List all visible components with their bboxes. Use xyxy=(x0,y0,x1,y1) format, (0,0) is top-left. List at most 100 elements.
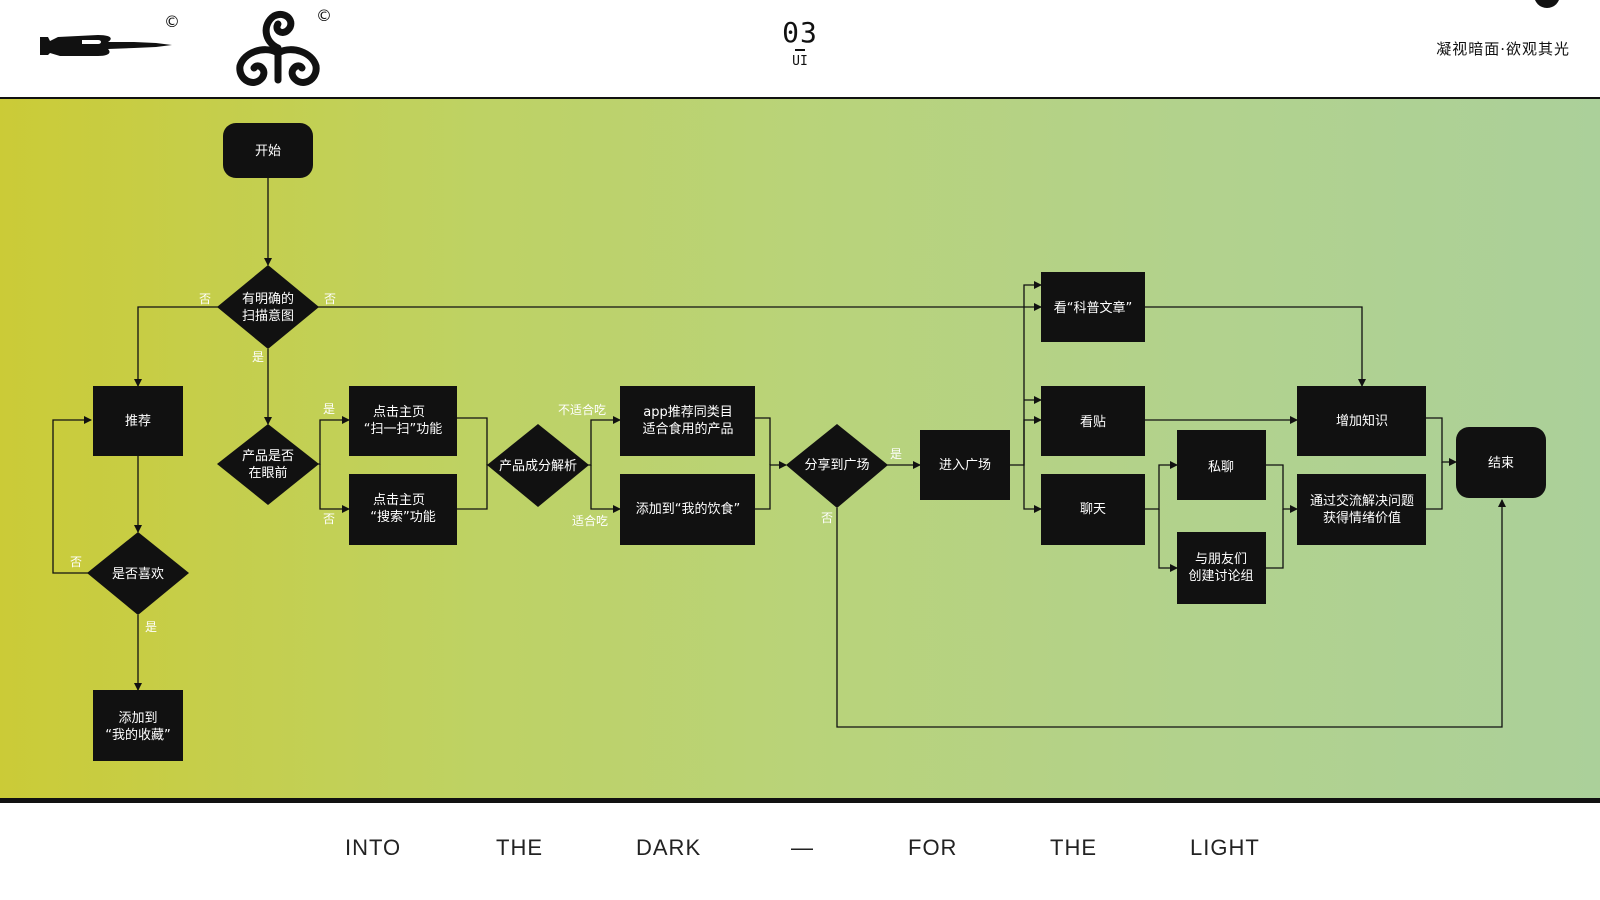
label-scan-2: “扫一扫”功能 xyxy=(364,422,442,437)
label-add-fav-1: 添加到 xyxy=(118,711,157,726)
header-divider xyxy=(0,97,1600,99)
edge-chat-dm xyxy=(1145,461,1178,510)
nodes xyxy=(87,123,1546,761)
edge-scan-analysis xyxy=(456,417,488,465)
footer-word-the-2: THE xyxy=(1050,835,1097,860)
edge-analysis-app xyxy=(584,416,621,466)
bullet-logo-icon xyxy=(38,28,178,66)
node-app-rec xyxy=(620,386,755,456)
label-search-2: “搜索”功能 xyxy=(370,510,435,525)
label-group-1: 与朋友们 xyxy=(1195,551,1247,567)
node-start xyxy=(223,123,313,178)
node-group xyxy=(1177,532,1266,604)
flowchart-canvas: 开始 有明确的 扫描意图 推荐 是否喜欢 添加到 “我的收藏” 产品是否 在眼前… xyxy=(0,99,1600,798)
edge-label-share-yes: 是 xyxy=(890,447,902,461)
header: © © 03 UI 凝视暗面·欲观其光 xyxy=(0,0,1600,97)
edge-dm-emotion xyxy=(1266,464,1298,513)
label-like: 是否喜欢 xyxy=(112,567,164,582)
page-number-value: 03 xyxy=(782,16,818,49)
node-recommend xyxy=(93,386,183,456)
label-analysis: 产品成分解析 xyxy=(499,459,577,474)
label-chat: 聊天 xyxy=(1080,502,1106,517)
edge-label-intent-no-left: 否 xyxy=(199,292,211,306)
edge-like-recommend xyxy=(52,416,93,574)
edge-share-end xyxy=(836,499,1506,728)
label-intent-2: 扫描意图 xyxy=(242,308,294,324)
page-number-divider xyxy=(795,49,805,51)
slogan: 凝视暗面·欲观其光 xyxy=(1436,40,1570,58)
node-share xyxy=(786,424,888,508)
edge-label-like-yes: 是 xyxy=(145,620,157,634)
edge-chat-group xyxy=(1158,509,1178,572)
page-section-label: UI xyxy=(792,54,808,69)
label-emotion-1: 通过交流解决问题 xyxy=(1310,493,1414,509)
footer-word-into: INTO xyxy=(345,835,402,860)
label-start: 开始 xyxy=(255,144,281,159)
edge-search-analysis xyxy=(456,464,489,510)
node-article xyxy=(1041,272,1145,342)
label-add-diet: 添加到“我的饮食” xyxy=(636,501,740,517)
label-end: 结束 xyxy=(1488,456,1514,471)
label-emotion-2: 获得情绪价值 xyxy=(1323,510,1401,526)
edge-intent-recommend xyxy=(134,306,219,387)
label-app-rec-1: app推荐同类目 xyxy=(643,405,732,420)
footer-word-for: FOR xyxy=(908,835,958,860)
edge-label-unsuitable: 不适合吃 xyxy=(558,402,606,417)
label-in-front-1: 产品是否 xyxy=(242,449,294,464)
edge-label-front-yes: 是 xyxy=(323,402,335,416)
edge-labels: 否 否 是 否 是 是 否 不适合吃 适合吃 是 否 xyxy=(70,292,902,634)
edge-group-emotion xyxy=(1266,509,1284,569)
node-emotion xyxy=(1297,474,1426,545)
label-group-2: 创建讨论组 xyxy=(1188,569,1253,584)
label-enter: 进入广场 xyxy=(939,458,991,473)
label-intent-1: 有明确的 xyxy=(242,291,294,307)
node-in-front xyxy=(217,424,319,505)
flowchart: 开始 有明确的 扫描意图 推荐 是否喜欢 添加到 “我的收藏” 产品是否 在眼前… xyxy=(52,123,1546,761)
node-knowledge xyxy=(1297,386,1426,456)
edge-label-suitable: 适合吃 xyxy=(572,513,608,528)
edge-emotion-end xyxy=(1426,462,1443,510)
node-labels: 开始 有明确的 扫描意图 推荐 是否喜欢 添加到 “我的收藏” 产品是否 在眼前… xyxy=(105,144,1514,743)
edge-label-like-no: 否 xyxy=(70,555,82,569)
label-add-fav-2: “我的收藏” xyxy=(105,727,170,743)
edge-article-knowledge xyxy=(1145,306,1366,387)
edge-label-intent-yes: 是 xyxy=(252,350,264,364)
node-analysis xyxy=(487,424,589,507)
edge-knowledge-end xyxy=(1426,417,1457,466)
node-search xyxy=(349,474,457,545)
footer-word-dark: DARK xyxy=(636,835,702,860)
edge-enter-article xyxy=(1010,281,1042,466)
copyright-mark: © xyxy=(164,12,180,31)
label-posts: 看贴 xyxy=(1080,414,1106,430)
label-knowledge: 增加知识 xyxy=(1336,413,1388,429)
edge-app-share xyxy=(755,417,771,465)
node-add-fav xyxy=(93,690,183,761)
edge-label-share-no: 否 xyxy=(821,511,833,525)
node-dm xyxy=(1177,430,1266,500)
corner-decoration xyxy=(1534,0,1560,8)
clover-logo-icon xyxy=(234,8,324,96)
node-scan xyxy=(349,386,457,456)
edge-front-search xyxy=(319,464,350,513)
footer-divider xyxy=(0,798,1600,803)
edge-enter-posts xyxy=(1023,416,1042,465)
edge-label-front-no: 否 xyxy=(323,512,335,526)
label-dm: 私聊 xyxy=(1208,460,1234,475)
footer-word-dash: — xyxy=(791,835,814,860)
label-article: 看“科普文章” xyxy=(1054,300,1132,316)
node-add-diet xyxy=(620,474,755,545)
edge-diet-share xyxy=(755,461,787,510)
edge-label-intent-no-right: 否 xyxy=(324,292,336,306)
label-app-rec-2: 适合食用的产品 xyxy=(642,421,733,437)
node-posts xyxy=(1041,386,1145,456)
copyright-mark-2: © xyxy=(316,6,332,25)
edge-enter-chat xyxy=(1023,465,1042,513)
node-chat xyxy=(1041,474,1145,545)
node-like xyxy=(87,532,189,615)
edge-front-scan xyxy=(312,416,350,465)
footer xyxy=(0,803,1600,900)
node-intent xyxy=(217,265,319,349)
footer-word-the-1: THE xyxy=(496,835,543,860)
label-in-front-2: 在眼前 xyxy=(248,465,287,481)
label-share: 分享到广场 xyxy=(804,457,869,473)
